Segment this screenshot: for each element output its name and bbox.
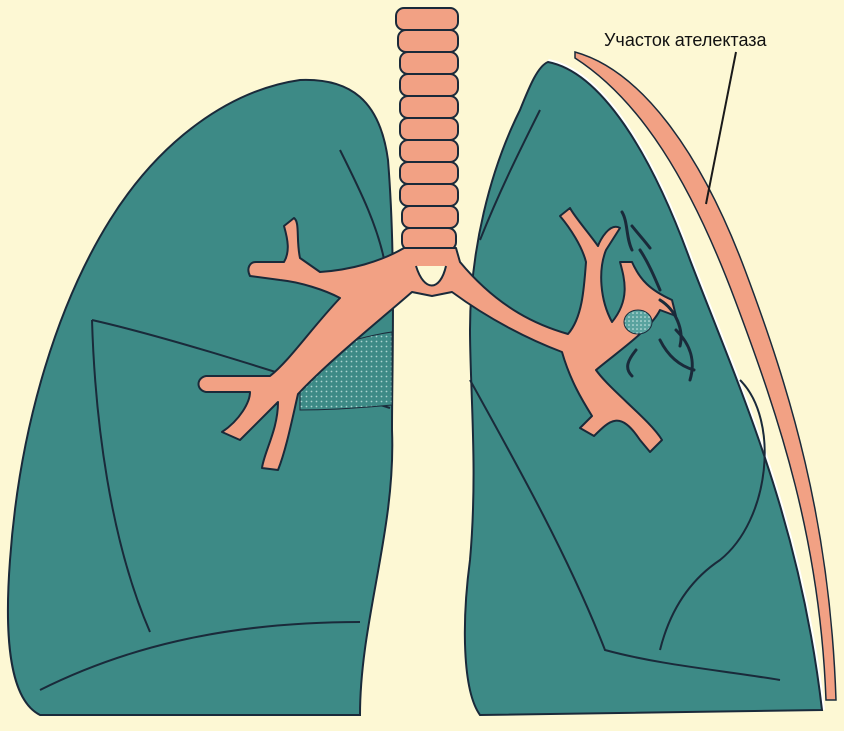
trachea bbox=[396, 8, 458, 250]
callout-leader-line bbox=[706, 52, 736, 204]
atelectasis-label: Участок ателектаза bbox=[604, 30, 767, 51]
obstruction-dotted-area bbox=[624, 310, 652, 334]
